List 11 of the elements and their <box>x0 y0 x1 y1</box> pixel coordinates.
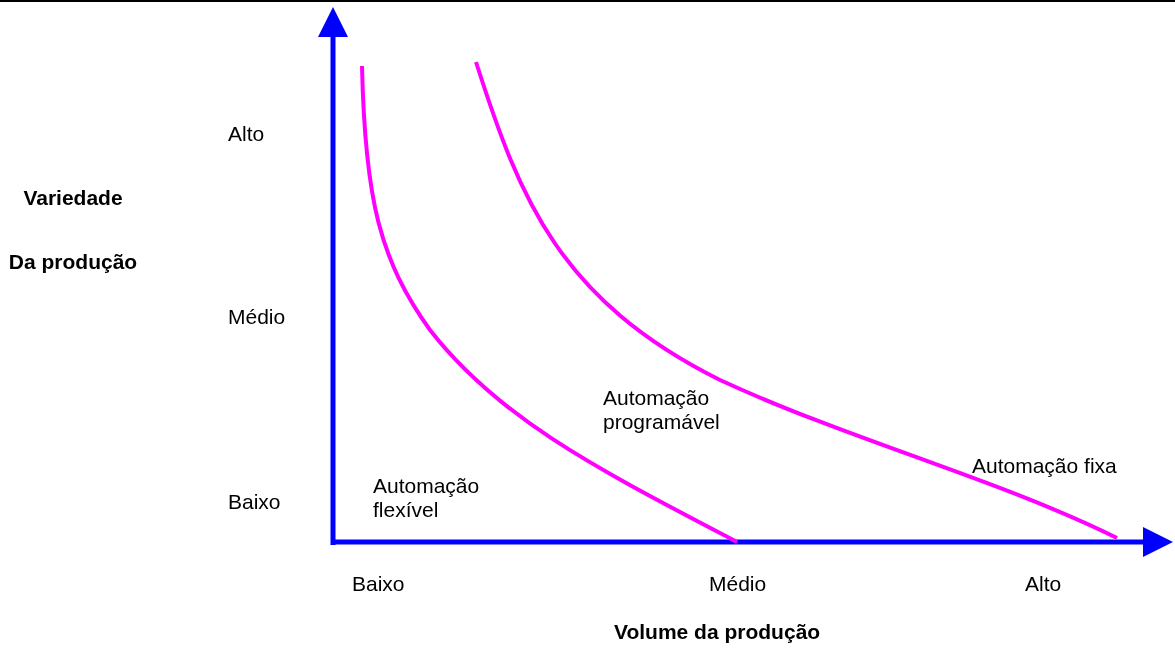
axis-tick-label: Médio <box>709 572 767 596</box>
curve-label: Automação programável <box>603 386 721 434</box>
curve-label: Automação flexível <box>373 474 481 522</box>
curve-label: Automação fixa <box>972 454 1117 478</box>
axis-title: Volume da produção <box>614 620 821 644</box>
axis-tick-label: Alto <box>1025 572 1062 596</box>
axis-title: Variedade Da produção <box>8 185 138 275</box>
axis-tick-label: Alto <box>228 122 265 146</box>
axis-tick-label: Baixo <box>228 490 281 514</box>
axis-tick-label: Médio <box>228 305 286 329</box>
axis-tick-label: Baixo <box>352 572 405 596</box>
